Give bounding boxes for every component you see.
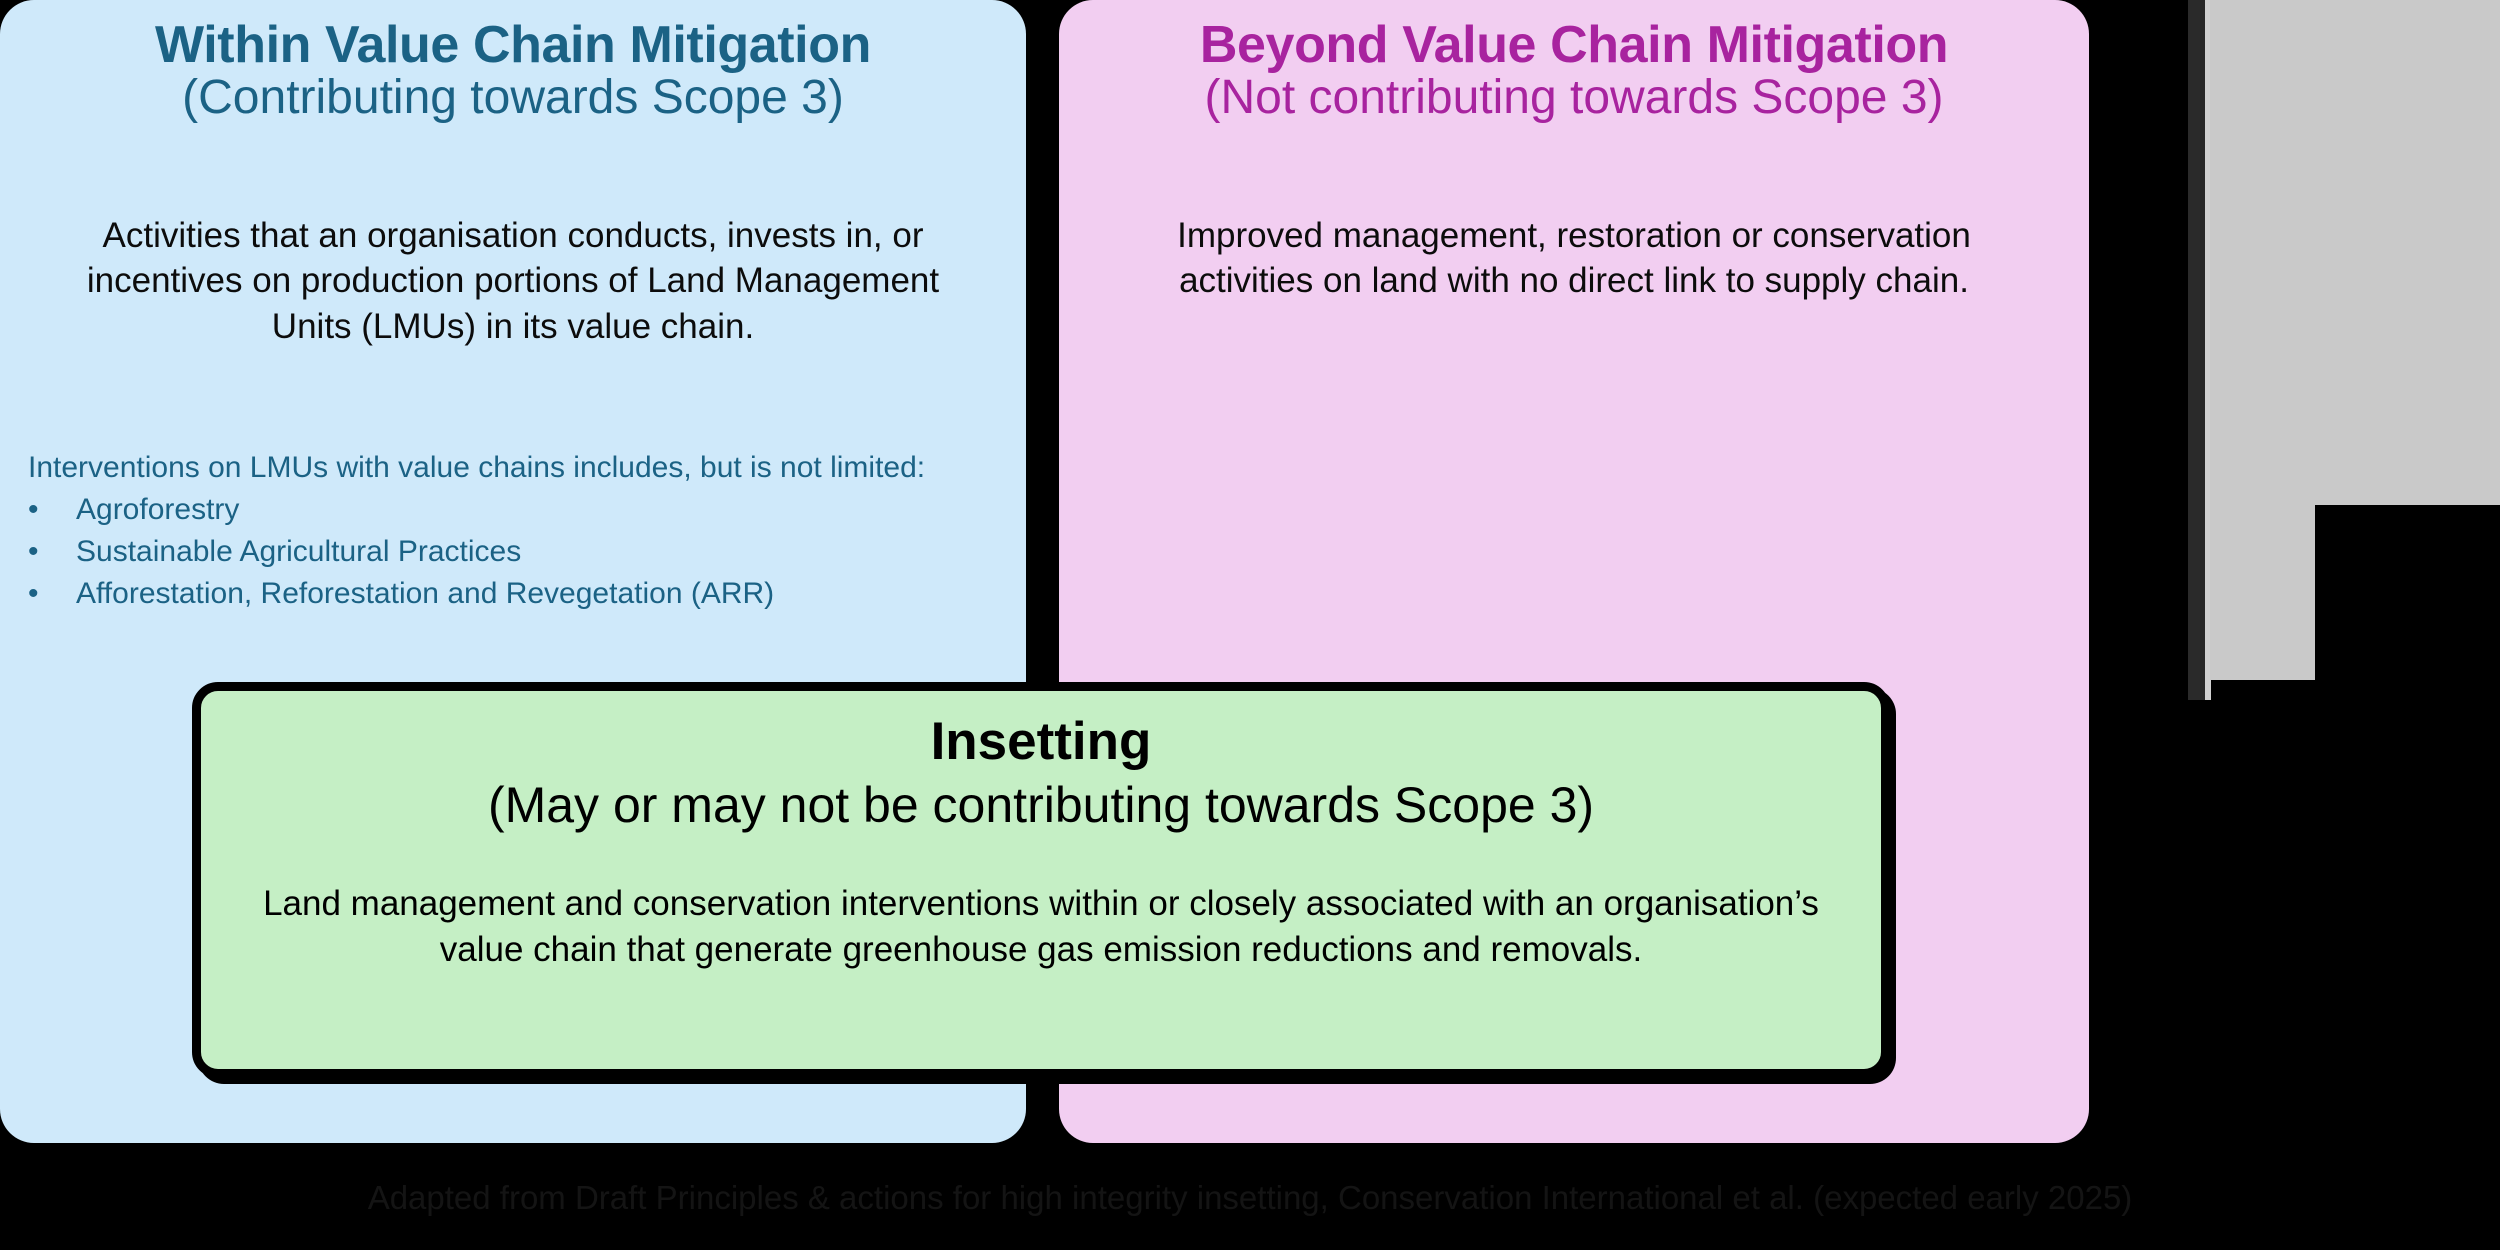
panel-within-description: Activities that an organisation conducts…: [86, 215, 940, 346]
panel-beyond-header: Beyond Value Chain Mitigation (Not contr…: [1059, 0, 2089, 125]
card-insetting[interactable]: Insetting (May or may not be contributin…: [192, 682, 1890, 1078]
list-item-label: Sustainable Agricultural Practices: [76, 534, 522, 568]
bullet-icon: •: [28, 576, 39, 610]
panel-within-subtitle: (Contributing towards Scope 3): [182, 71, 844, 125]
list-item: • Agroforestry: [28, 490, 988, 530]
insetting-description: Land management and conservation interve…: [263, 884, 1819, 969]
panel-beyond-subtitle: (Not contributing towards Scope 3): [1204, 71, 1944, 125]
list-item: • Sustainable Agricultural Practices: [28, 532, 988, 572]
bullet-icon: •: [28, 534, 39, 568]
list-item-label: Afforestation, Reforestation and Reveget…: [76, 576, 775, 610]
insetting-title: Insetting: [930, 712, 1152, 771]
background-plate-shadow: [2188, 0, 2205, 700]
panel-beyond-title: Beyond Value Chain Mitigation: [1199, 16, 1949, 74]
bullet-icon: •: [28, 492, 39, 526]
background-plate-upper: [2210, 0, 2500, 505]
source-attribution: Adapted from Draft Principles & actions …: [367, 1179, 2133, 1216]
background-plate-edge: [2205, 0, 2211, 700]
background-plate-lower: [2210, 505, 2315, 680]
panel-within-list-intro: Interventions on LMUs with value chains …: [28, 451, 926, 484]
panel-within-title: Within Value Chain Mitigation: [155, 16, 871, 74]
panel-within-interventions: Interventions on LMUs with value chains …: [28, 448, 988, 616]
panel-within-header: Within Value Chain Mitigation (Contribut…: [0, 0, 1026, 125]
insetting-subtitle: (May or may not be contributing towards …: [487, 777, 1595, 833]
panel-within-list: • Agroforestry • Sustainable Agricultura…: [28, 490, 988, 614]
list-item: • Afforestation, Reforestation and Reveg…: [28, 574, 988, 614]
list-item-label: Agroforestry: [76, 492, 240, 526]
panel-beyond-description: Improved management, restoration or cons…: [1177, 215, 1971, 301]
